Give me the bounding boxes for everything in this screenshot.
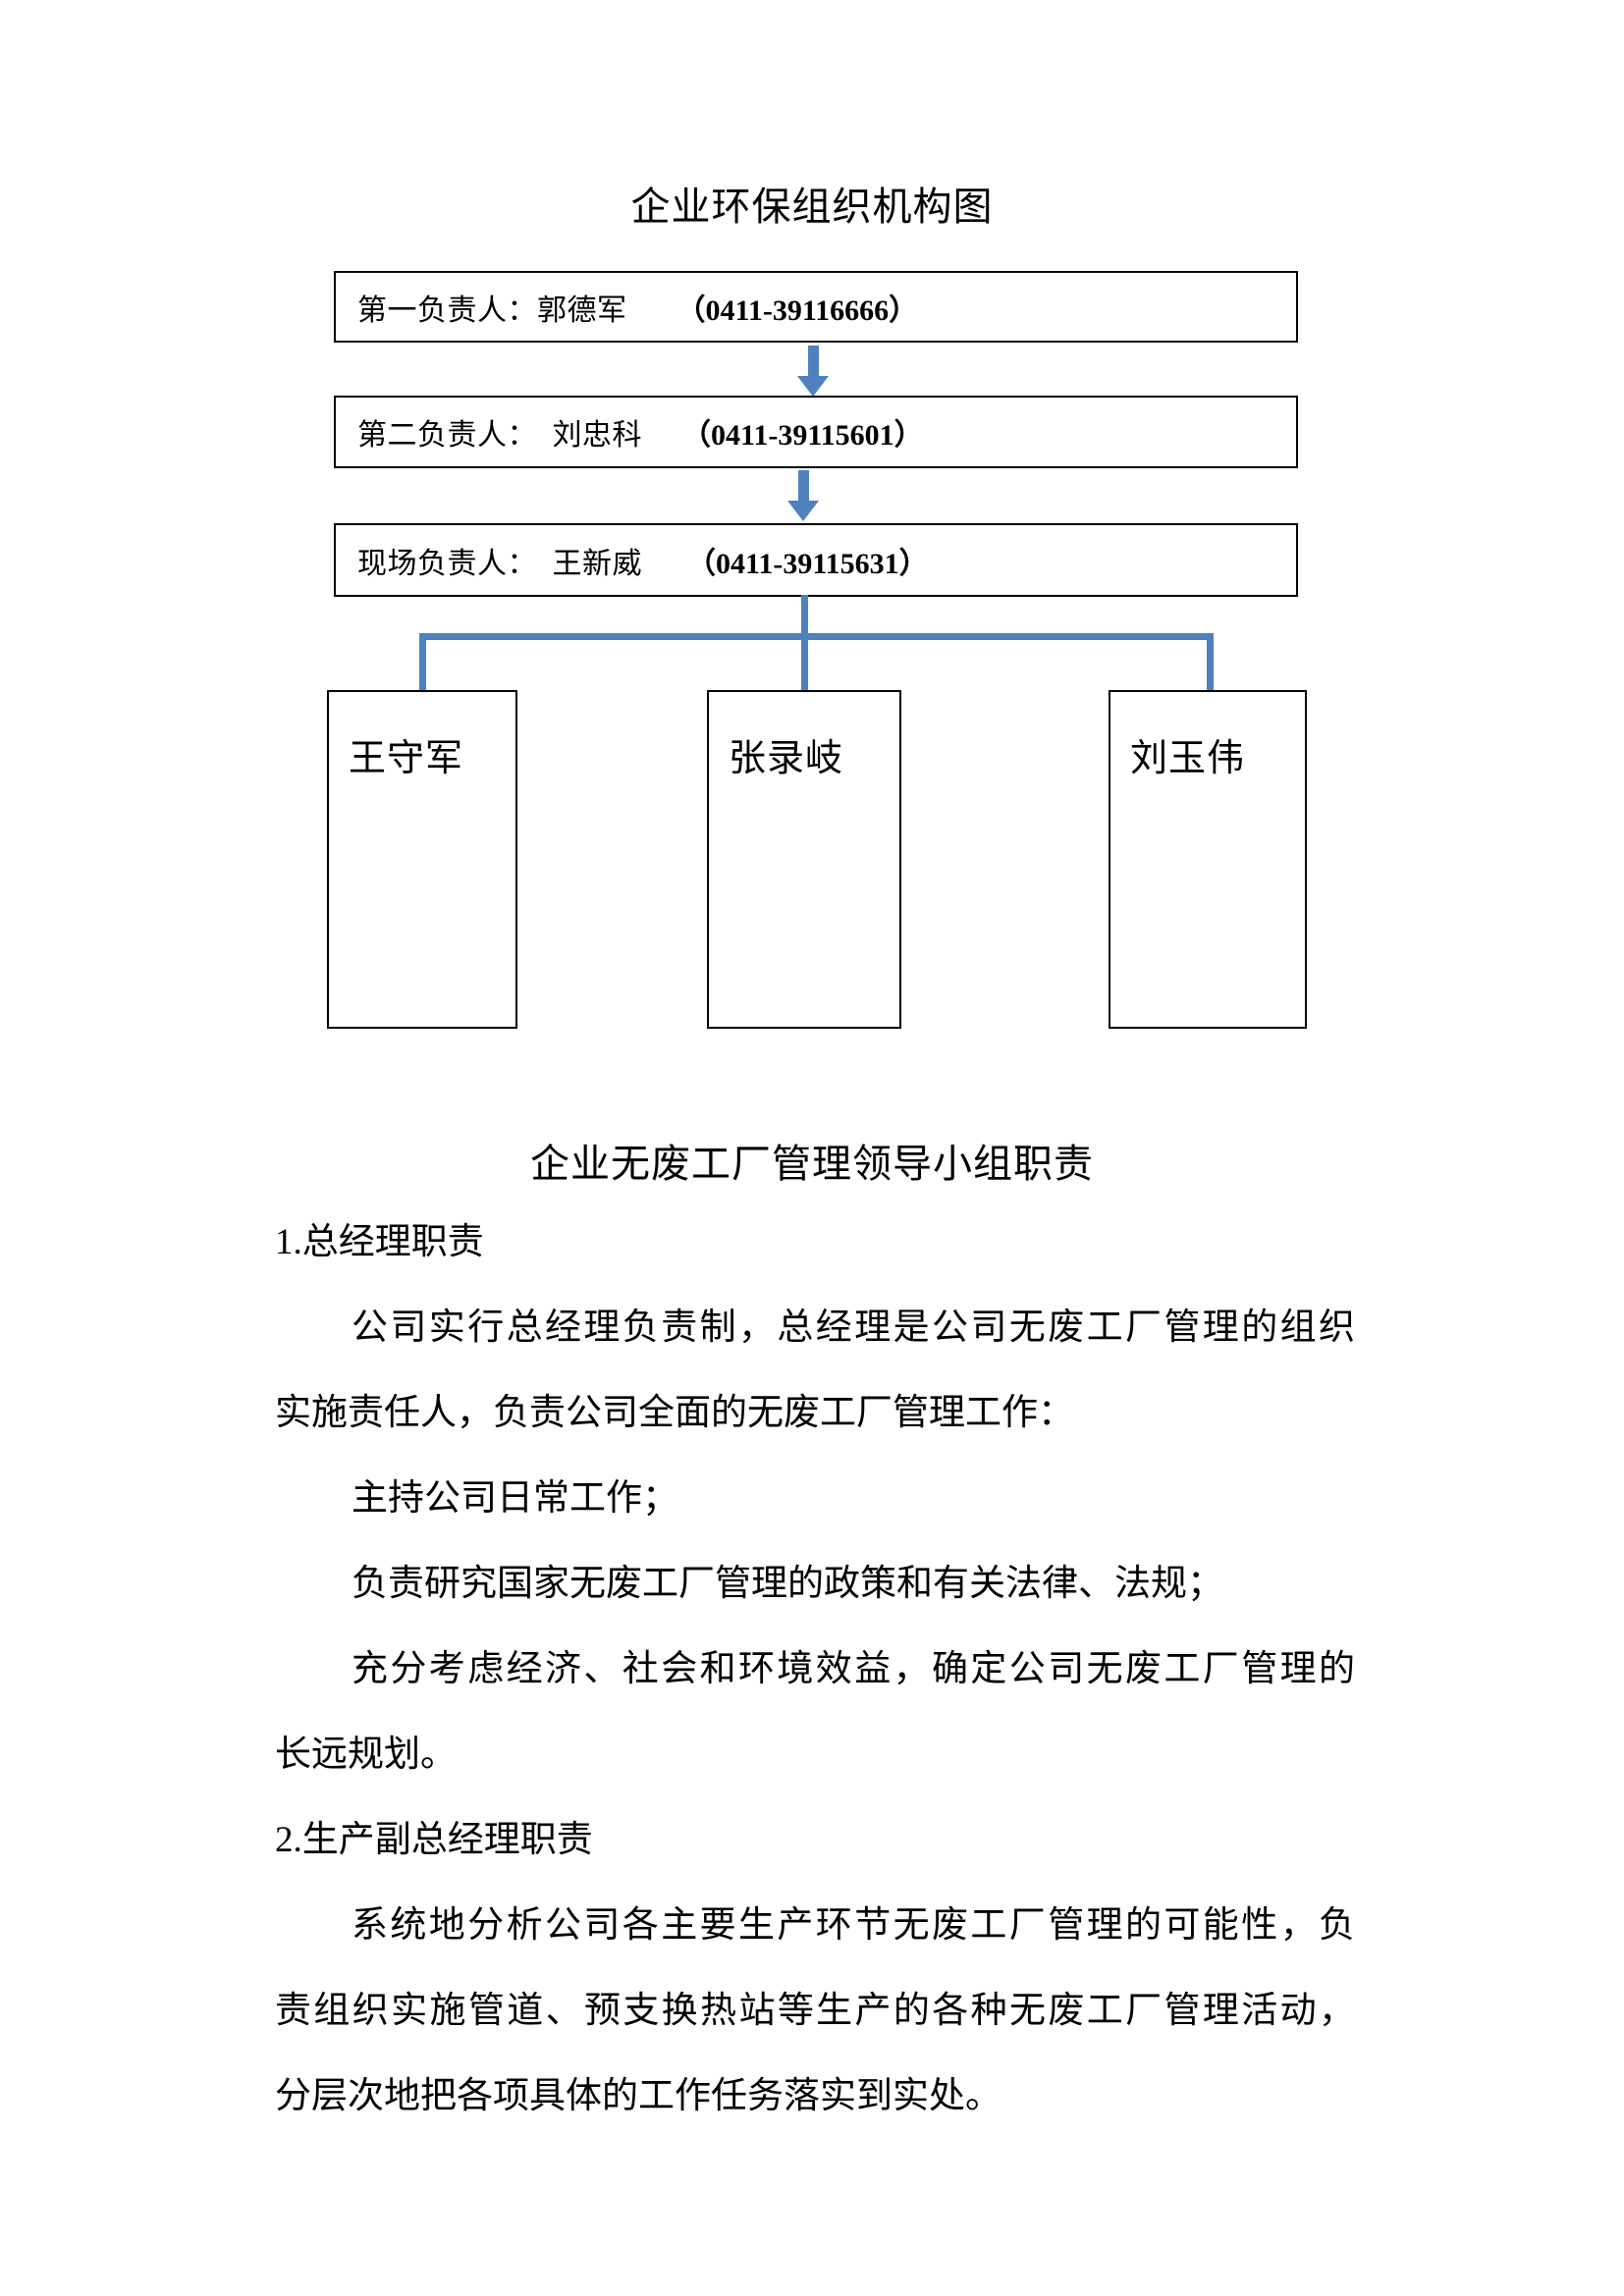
org-box-member-3: 刘玉伟 bbox=[1109, 690, 1307, 1029]
org-box-first-responsible-phone: （0411-39116666） bbox=[676, 294, 919, 327]
down-arrow-shaft bbox=[807, 346, 819, 376]
down-arrow-shaft bbox=[797, 470, 809, 501]
duties-text-line: 长远规划。 bbox=[275, 1735, 457, 1775]
down-arrow-head bbox=[787, 501, 819, 521]
duties-body-text: 1.总经理职责 公司实行总经理负责制，总经理是公司无废工厂管理的组织 实施责任人… bbox=[275, 1200, 1355, 2139]
duties-text-line: 分层次地把各项具体的工作任务落实到实处。 bbox=[275, 2076, 1001, 2116]
org-box-site-responsible-phone: （0411-39115631） bbox=[686, 547, 929, 580]
connector-right-stub-line bbox=[1207, 633, 1214, 690]
duties-text-line: 充分考虑经济、社会和环境效益，确定公司无废工厂管理的 bbox=[352, 1649, 1355, 1689]
duties-heading-1: 1.总经理职责 bbox=[275, 1222, 484, 1262]
org-box-second-responsible: 第二负责人： 刘忠科 （0411-39115601） bbox=[334, 396, 1298, 468]
org-box-site-responsible: 现场负责人： 王新威 （0411-39115631） bbox=[334, 523, 1298, 597]
org-box-first-responsible: 第一负责人：郭德军 （0411-39116666） bbox=[334, 271, 1298, 343]
connector-middle-stub-line bbox=[801, 633, 808, 690]
duties-text-line: 责组织实施管道、预支换热站等生产的各种无废工厂管理活动， bbox=[275, 1991, 1355, 2031]
down-arrow-icon bbox=[797, 346, 829, 397]
duties-text-line: 负责研究国家无废工厂管理的政策和有关法律、法规； bbox=[352, 1564, 1223, 1604]
org-chart-title: 企业环保组织机构图 bbox=[630, 185, 994, 229]
duties-text-line: 公司实行总经理负责制，总经理是公司无废工厂管理的组织 bbox=[352, 1308, 1355, 1348]
org-box-first-responsible-label: 第一负责人：郭德军 bbox=[357, 294, 627, 327]
org-box-member-1-name: 王守军 bbox=[349, 738, 464, 779]
connector-vertical-line bbox=[801, 595, 808, 636]
down-arrow-head bbox=[797, 376, 829, 397]
org-box-member-2-name: 张录岐 bbox=[729, 738, 844, 779]
org-box-member-3-name: 刘玉伟 bbox=[1130, 738, 1246, 779]
org-box-member-2: 张录岐 bbox=[707, 690, 901, 1029]
org-box-member-1: 王守军 bbox=[327, 690, 517, 1029]
down-arrow-icon bbox=[787, 470, 819, 521]
org-box-site-responsible-label: 现场负责人： 王新威 bbox=[357, 547, 642, 580]
duties-section-title: 企业无废工厂管理领导小组职责 bbox=[530, 1142, 1094, 1186]
duties-text-line: 主持公司日常工作； bbox=[352, 1478, 678, 1519]
org-box-second-responsible-label: 第二负责人： 刘忠科 bbox=[357, 419, 642, 452]
connector-horizontal-line bbox=[419, 633, 1214, 640]
duties-text-line: 系统地分析公司各主要生产环节无废工厂管理的可能性，负 bbox=[352, 1905, 1355, 1946]
duties-heading-2: 2.生产副总经理职责 bbox=[275, 1820, 593, 1860]
connector-left-stub-line bbox=[419, 633, 426, 690]
duties-text-line: 实施责任人，负责公司全面的无废工厂管理工作： bbox=[275, 1393, 1074, 1433]
org-box-second-responsible-phone: （0411-39115601） bbox=[681, 419, 924, 452]
